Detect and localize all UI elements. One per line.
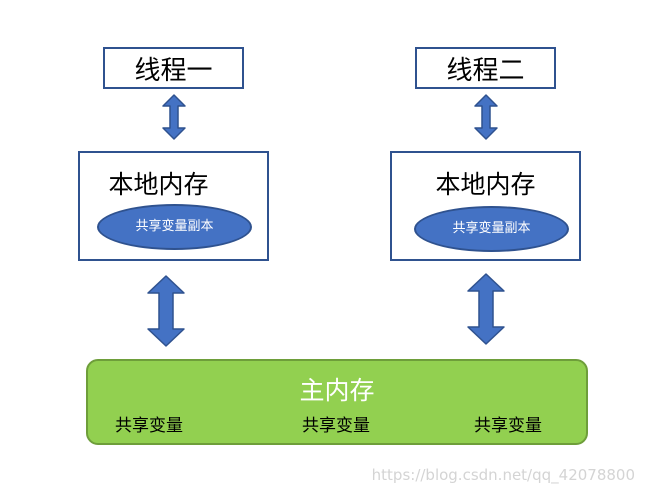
shared-copy-label: 共享变量副本 <box>135 219 214 234</box>
shared-variable-3: 共享变量 <box>474 416 542 436</box>
shared-variable-1: 共享变量 <box>115 416 183 436</box>
shared-variable-2: 共享变量 <box>302 416 370 436</box>
local-memory-one: 本地内存 共享变量副本 <box>78 151 269 261</box>
double-arrow-icon-local2-main <box>467 273 505 345</box>
local-memory-two-shared-copy: 共享变量副本 <box>414 206 569 252</box>
double-arrow-icon-thread1-local <box>162 94 186 140</box>
shared-copy-label: 共享变量副本 <box>452 221 531 236</box>
thread-two-label: 线程二 <box>446 55 525 86</box>
local-memory-one-title: 本地内存 <box>108 170 209 199</box>
main-memory-title: 主内存 <box>299 376 375 405</box>
thread-two-box: 线程二 <box>415 47 556 89</box>
double-arrow-icon-thread2-local <box>474 94 498 140</box>
main-memory: 主内存 共享变量 共享变量 共享变量 <box>86 359 588 445</box>
watermark: https://blog.csdn.net/qq_42078800 <box>371 466 635 484</box>
thread-one-box: 线程一 <box>103 47 244 89</box>
local-memory-two: 本地内存 共享变量副本 <box>390 151 581 261</box>
double-arrow-icon-local1-main <box>147 275 185 347</box>
thread-one-label: 线程一 <box>134 55 213 86</box>
local-memory-two-title: 本地内存 <box>435 170 536 199</box>
local-memory-one-shared-copy: 共享变量副本 <box>97 204 252 250</box>
